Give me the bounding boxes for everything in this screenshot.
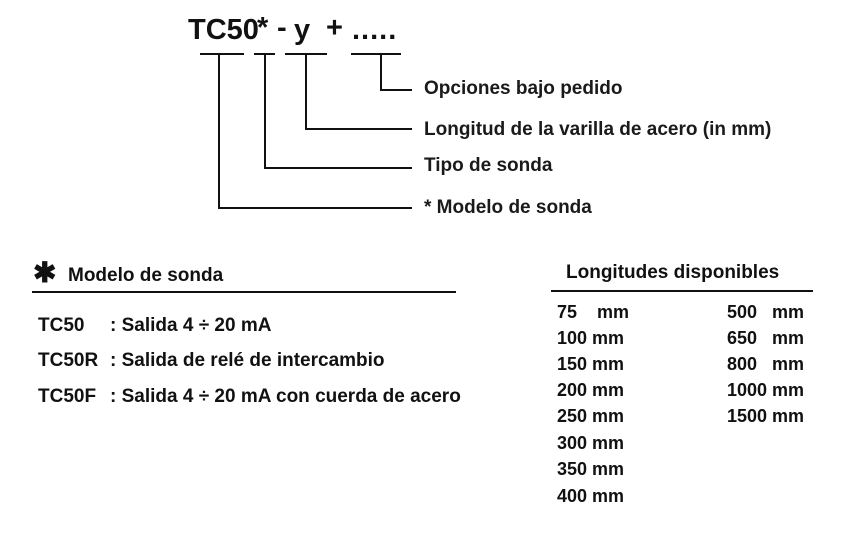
callout-length: Longitud de la varilla de acero (in mm) bbox=[424, 119, 772, 140]
length-item: 400 mm bbox=[557, 486, 625, 506]
callout-model: * Modelo de sonda bbox=[424, 197, 592, 218]
length-item: 1000 mm bbox=[727, 380, 805, 400]
code-star: * bbox=[257, 12, 269, 44]
leader-length-horizontal bbox=[305, 128, 412, 130]
model-desc: : Salida 4 ÷ 20 mA bbox=[110, 315, 272, 336]
underline-dots bbox=[351, 53, 401, 55]
length-item: 250 mm bbox=[557, 406, 625, 426]
model-code: TC50R bbox=[38, 350, 99, 371]
model-desc: : Salida 4 ÷ 20 mA con cuerda de acero bbox=[110, 386, 461, 407]
model-code: TC50 bbox=[38, 315, 85, 336]
length-item: 75 mm bbox=[557, 302, 630, 322]
length-item: 1500 mm bbox=[727, 406, 805, 426]
model-section-divider bbox=[32, 291, 456, 293]
lengths-title: Longitudes disponibles bbox=[566, 262, 780, 283]
model-desc: : Salida de relé de intercambio bbox=[110, 350, 385, 371]
underline-base bbox=[200, 53, 244, 55]
code-plus: + bbox=[326, 12, 343, 44]
code-y: y bbox=[294, 14, 311, 46]
leader-options-horizontal bbox=[380, 89, 412, 91]
underline-star bbox=[254, 53, 275, 55]
length-item: 150 mm bbox=[557, 354, 625, 374]
leader-type-vertical bbox=[264, 55, 266, 169]
length-item: 350 mm bbox=[557, 459, 625, 479]
length-item: 200 mm bbox=[557, 380, 625, 400]
length-item: 650 mm bbox=[727, 328, 805, 348]
code-dash: - bbox=[277, 12, 287, 44]
length-item: 300 mm bbox=[557, 433, 625, 453]
leader-length-vertical bbox=[305, 55, 307, 130]
asterisk-icon: ✱ bbox=[33, 257, 57, 288]
code-dots: ..... bbox=[352, 14, 398, 46]
model-section-title: Modelo de sonda bbox=[68, 265, 224, 286]
leader-options-vertical bbox=[380, 55, 382, 91]
length-item: 100 mm bbox=[557, 328, 625, 348]
length-item: 800 mm bbox=[727, 354, 805, 374]
lengths-divider bbox=[551, 290, 813, 292]
leader-type-horizontal bbox=[264, 167, 412, 169]
leader-model-horizontal bbox=[218, 207, 412, 209]
code-base: TC50 bbox=[188, 14, 259, 46]
leader-model-vertical bbox=[218, 55, 220, 209]
callout-options: Opciones bajo pedido bbox=[424, 78, 623, 99]
model-code: TC50F bbox=[38, 386, 97, 407]
underline-y bbox=[285, 53, 327, 55]
length-item: 500 mm bbox=[727, 302, 805, 322]
callout-type: Tipo de sonda bbox=[424, 155, 553, 176]
